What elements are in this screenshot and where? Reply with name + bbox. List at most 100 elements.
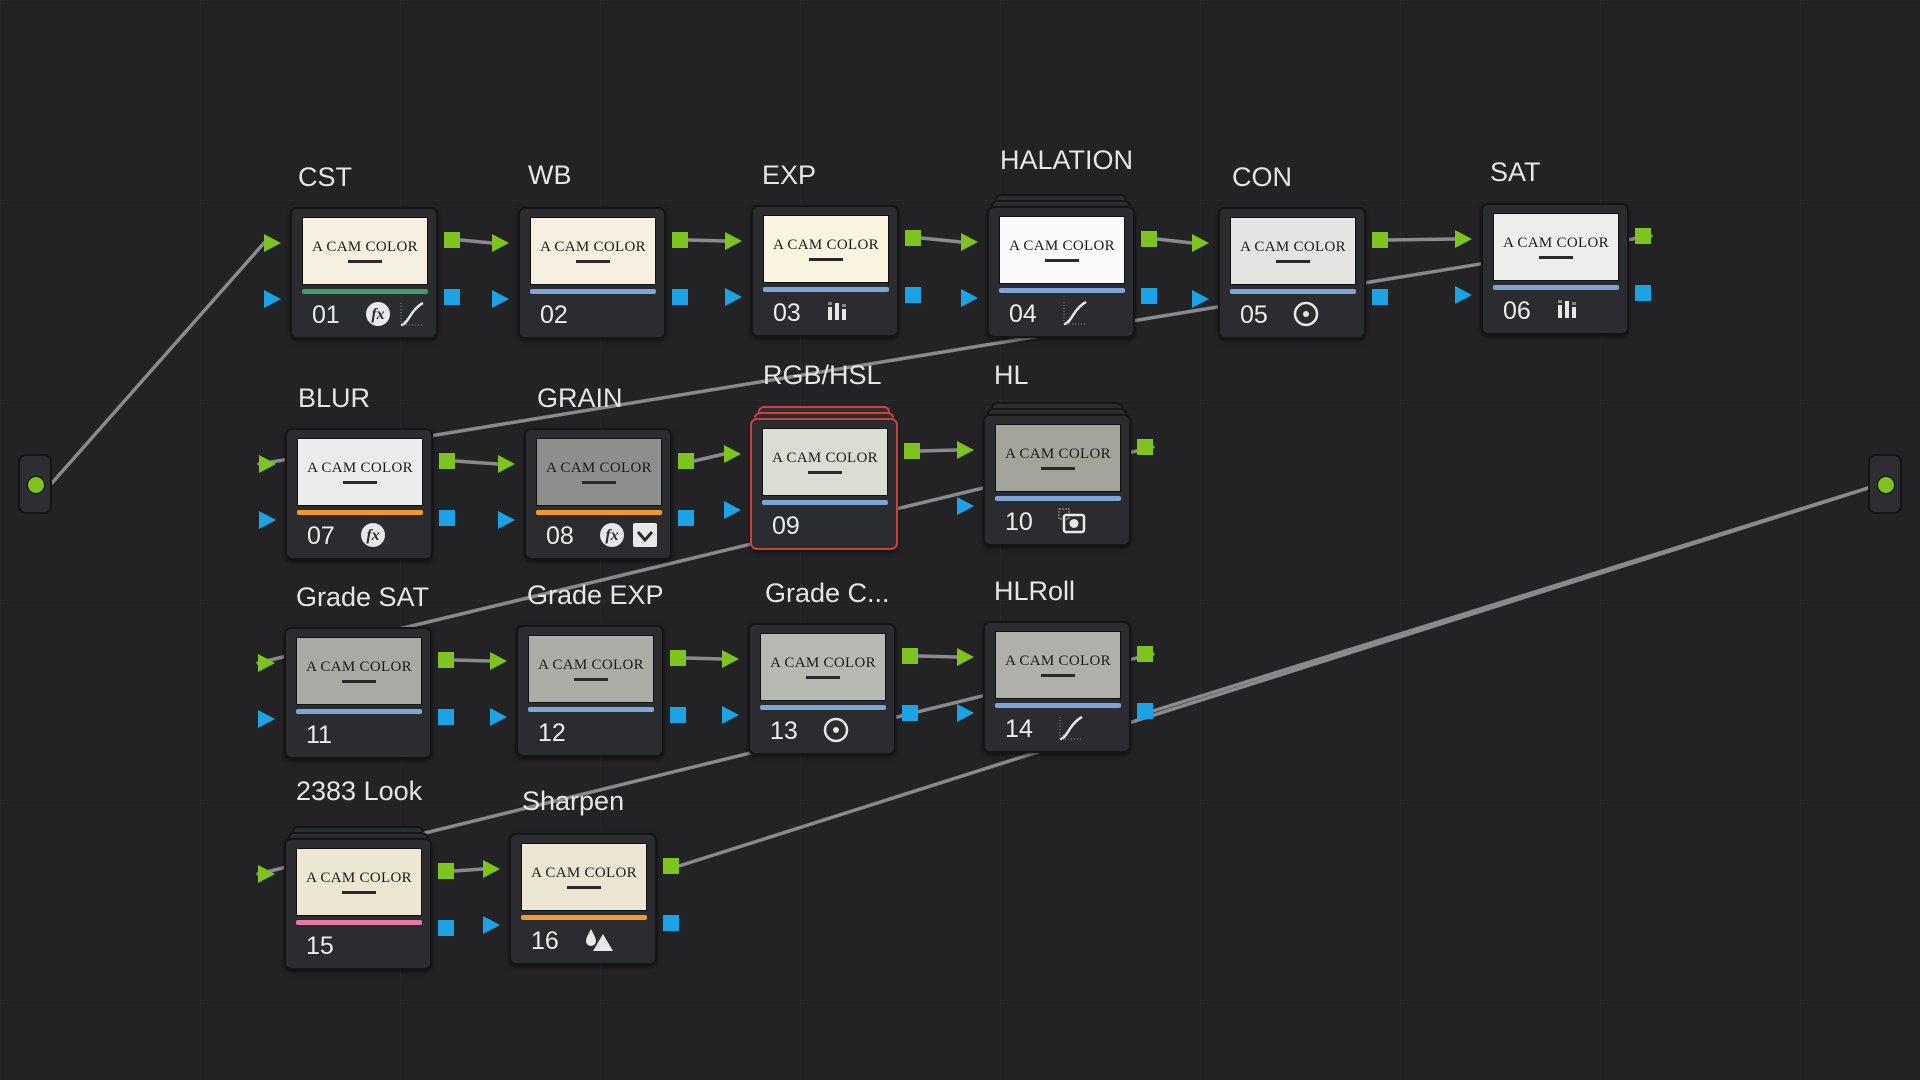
alpha-input-port[interactable]: [492, 290, 509, 308]
node-connection-line[interactable]: [1155, 237, 1194, 245]
alpha-input-port[interactable]: [724, 501, 741, 519]
rgb-output-port[interactable]: [1141, 231, 1157, 247]
rgb-output-port[interactable]: [1635, 228, 1651, 244]
alpha-input-port[interactable]: [498, 511, 515, 529]
node-connection-line[interactable]: [918, 448, 959, 453]
rgb-output-port[interactable]: [904, 443, 920, 459]
node-label[interactable]: HALATION: [1000, 145, 1134, 175]
rgb-input-port[interactable]: [492, 234, 509, 252]
rgb-output-port[interactable]: [905, 230, 921, 246]
alpha-output-port[interactable]: [902, 705, 918, 721]
node-label[interactable]: Grade C...: [765, 578, 890, 608]
source-output-port[interactable]: [27, 476, 45, 494]
rgb-input-port[interactable]: [961, 233, 978, 251]
rgb-input-port[interactable]: [722, 650, 739, 668]
rgb-input-port[interactable]: [1455, 230, 1472, 248]
alpha-input-port[interactable]: [490, 708, 507, 726]
node-connection-line[interactable]: [453, 459, 500, 466]
node-connection-line[interactable]: [916, 654, 959, 659]
node-connection-line[interactable]: [458, 238, 494, 245]
output-node[interactable]: [1868, 454, 1902, 514]
rgb-output-port[interactable]: [678, 453, 694, 469]
node-connection-line[interactable]: [684, 656, 724, 661]
rgb-input-port[interactable]: [957, 648, 974, 666]
node-label[interactable]: WB: [528, 160, 572, 190]
node-label[interactable]: CON: [1232, 162, 1292, 192]
rgb-input-port[interactable]: [258, 654, 275, 672]
rgb-input-port[interactable]: [1192, 234, 1209, 252]
node-label[interactable]: EXP: [762, 160, 817, 190]
node-connection-line[interactable]: [1386, 237, 1457, 242]
node-label[interactable]: SAT: [1490, 157, 1541, 187]
alpha-input-port[interactable]: [483, 916, 500, 934]
alpha-input-port[interactable]: [259, 511, 276, 529]
alpha-output-port[interactable]: [670, 707, 686, 723]
node-label[interactable]: BLUR: [298, 383, 371, 413]
rgb-input-port[interactable]: [725, 232, 742, 250]
rgb-output-port[interactable]: [438, 863, 454, 879]
node-label[interactable]: RGB/HSL: [763, 360, 882, 390]
rgb-input-port[interactable]: [490, 652, 507, 670]
rgb-output-port[interactable]: [438, 652, 454, 668]
node-connection-line[interactable]: [452, 867, 485, 873]
rgb-input-port[interactable]: [258, 865, 275, 883]
alpha-output-port[interactable]: [1141, 288, 1157, 304]
source-input-node[interactable]: [18, 454, 52, 514]
alpha-output-port[interactable]: [1635, 285, 1651, 301]
rgb-input-port[interactable]: [724, 445, 741, 463]
node-connection-line[interactable]: [692, 452, 726, 463]
alpha-input-port[interactable]: [725, 288, 742, 306]
rgb-output-port[interactable]: [1137, 646, 1153, 662]
alpha-output-port[interactable]: [444, 289, 460, 305]
rgb-input-port[interactable]: [957, 441, 974, 459]
alpha-output-port[interactable]: [1137, 703, 1153, 719]
alpha-input-port[interactable]: [961, 289, 978, 307]
alpha-output-port[interactable]: [663, 915, 679, 931]
alpha-output-port[interactable]: [438, 709, 454, 725]
node-connection-line[interactable]: [1151, 481, 1886, 713]
rgb-output-port[interactable]: [663, 858, 679, 874]
alpha-output-port[interactable]: [1372, 289, 1388, 305]
alpha-input-port[interactable]: [722, 706, 739, 724]
rgb-output-port[interactable]: [439, 453, 455, 469]
alpha-output-port[interactable]: [672, 289, 688, 305]
node-label[interactable]: Sharpen: [522, 786, 625, 816]
node-label[interactable]: Grade EXP: [527, 580, 664, 610]
alpha-output-port[interactable]: [438, 920, 454, 936]
alpha-input-port[interactable]: [1192, 290, 1209, 308]
node-label[interactable]: GRAIN: [537, 383, 623, 413]
rgb-input-port[interactable]: [498, 455, 515, 473]
alpha-input-port[interactable]: [957, 704, 974, 722]
alpha-output-port[interactable]: [678, 510, 694, 526]
rgb-output-port[interactable]: [902, 648, 918, 664]
node-connection-line[interactable]: [919, 236, 963, 244]
rgb-output-port[interactable]: [1372, 232, 1388, 248]
alpha-output-port[interactable]: [905, 287, 921, 303]
node-label[interactable]: 2383 Look: [296, 776, 423, 806]
rgb-output-port[interactable]: [670, 650, 686, 666]
alpha-input-port[interactable]: [264, 290, 281, 308]
node-label[interactable]: HLRoll: [994, 576, 1076, 606]
rgb-input-port[interactable]: [259, 455, 276, 473]
node-connection-line[interactable]: [686, 238, 727, 243]
rgb-output-port[interactable]: [672, 232, 688, 248]
alpha-input-port[interactable]: [258, 710, 275, 728]
node-connection-line[interactable]: [257, 234, 1653, 466]
